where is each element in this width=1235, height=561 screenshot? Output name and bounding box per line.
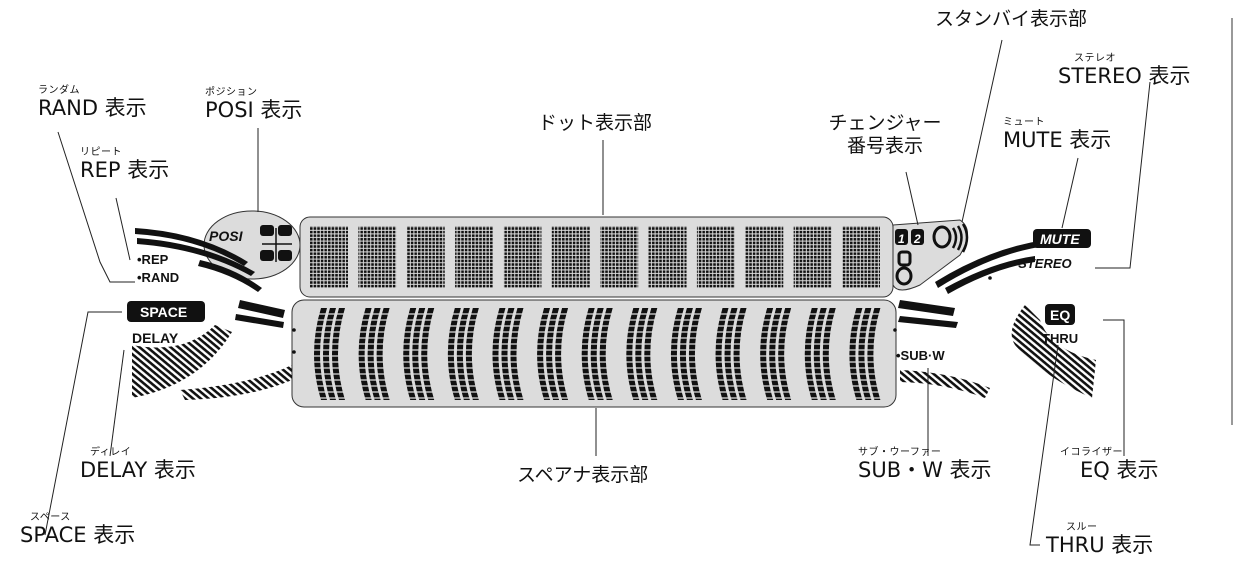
- eq-indicator-label: イコライザー EQ 表示: [1060, 447, 1159, 482]
- spectrum-bar: [394, 308, 439, 400]
- left-lower-fan: [132, 300, 296, 400]
- eq-badge: [1045, 304, 1075, 325]
- spectrum-bar: [572, 308, 618, 400]
- right-lower-fan: [893, 300, 1096, 398]
- dot-display-label: ドット表示部: [538, 112, 653, 134]
- spectrum-display-label: スペアナ表示部: [517, 464, 649, 486]
- spectrum-bar: [840, 308, 885, 400]
- spectrum-bar: [483, 308, 529, 400]
- delay-indicator-label: ディレイ DELAY 表示: [80, 447, 196, 482]
- spectrum-bar: [528, 308, 573, 400]
- dot-cell: [406, 226, 445, 288]
- spectrum-bar: [751, 308, 796, 400]
- mute-lcd-text: MUTE: [1040, 231, 1080, 247]
- dot-cell: [358, 226, 397, 288]
- svg-text:1: 1: [898, 232, 905, 246]
- svg-text:2: 2: [913, 232, 921, 246]
- stereo-indicator-label: ステレオ STEREO 表示: [1058, 53, 1191, 88]
- space-badge: [127, 301, 205, 322]
- posi-indicator-label: ポジション POSI 表示: [205, 87, 303, 122]
- spectrum-bars: [305, 308, 885, 400]
- posi-lcd-text: POSI: [209, 228, 244, 244]
- dot-cell: [793, 226, 832, 288]
- changer-digit-icons: 1 2: [895, 229, 924, 286]
- standby-display-label: スタンバイ表示部: [935, 8, 1088, 30]
- rep-lcd-text: •REP: [137, 252, 169, 267]
- mute-indicator-label: ミュート MUTE 表示: [1003, 117, 1112, 152]
- spectrum-bar: [795, 308, 841, 400]
- dot-cell: [503, 226, 542, 288]
- rep-indicator-label: リピート REP 表示: [80, 147, 170, 182]
- dot-cell: [745, 226, 784, 288]
- thru-lcd-text: THRU: [1042, 331, 1078, 346]
- rand-indicator-label: ランダム RAND 表示: [38, 85, 147, 120]
- subw-indicator-label: サブ・ウーファー SUB・W 表示: [858, 447, 992, 482]
- left-upper-segments: [135, 228, 262, 292]
- delay-lcd-text: DELAY: [132, 330, 179, 346]
- dot-cell: [551, 226, 590, 288]
- dot-cell: [648, 226, 687, 288]
- eq-lcd-text: EQ: [1050, 307, 1070, 323]
- thru-indicator-label: スルー THRU 表示: [1046, 522, 1154, 557]
- posi-seat-icons: [260, 225, 292, 262]
- stereo-lcd-text: • STEREO: [1010, 256, 1072, 271]
- subw-lcd-text: •SUB·W: [896, 348, 945, 363]
- spectrum-bar: [349, 308, 395, 400]
- space-lcd-text: SPACE: [140, 304, 187, 320]
- space-indicator-label: スペース SPACE 表示: [20, 512, 136, 547]
- leader-lines: [44, 39, 1151, 546]
- spectrum-bar: [305, 308, 350, 400]
- rand-lcd-text: •RAND: [137, 270, 179, 285]
- dot-cell: [842, 226, 880, 288]
- dot-cell: [310, 226, 348, 288]
- mute-badge: [1033, 229, 1091, 248]
- standby-disc-icon: [932, 223, 969, 253]
- dot-cell: [696, 226, 735, 288]
- changer-number-label: チェンジャー 番号表示: [828, 112, 942, 157]
- dot-cell: [600, 226, 639, 288]
- spectrum-bar: [617, 308, 662, 400]
- dot-matrix-cells: [310, 226, 880, 288]
- dot-cell: [455, 226, 494, 288]
- spectrum-bar: [706, 308, 752, 400]
- spectrum-bar: [438, 308, 484, 400]
- spectrum-bar: [661, 308, 707, 400]
